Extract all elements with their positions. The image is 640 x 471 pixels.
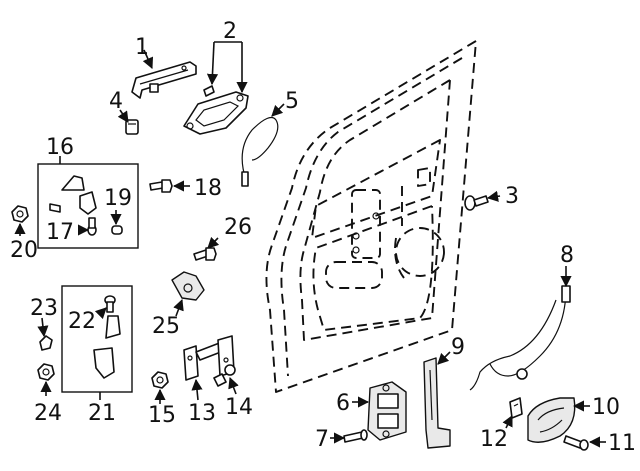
leader-4: [117, 109, 129, 123]
callout-6: 6: [336, 391, 350, 416]
part-22-bolt: [104, 295, 116, 313]
part-23-bolt: [39, 335, 53, 351]
leader-14: [228, 376, 239, 395]
callout-2: 2: [223, 19, 237, 44]
part-18-bolt: [149, 179, 173, 193]
part-16-striker: [61, 175, 97, 215]
part-21-striker: [93, 315, 121, 379]
callout-20: 20: [10, 238, 38, 263]
callout-7: 7: [315, 427, 329, 452]
part-7-screw: [343, 429, 368, 443]
part-26-bolt: [193, 247, 217, 261]
callout-14: 14: [225, 395, 253, 420]
part-12-clip: [509, 397, 523, 419]
callout-4: 4: [109, 89, 123, 114]
door-outline: [265, 40, 477, 393]
part-9-bracket: [423, 357, 451, 449]
part-5-cable: [241, 117, 279, 187]
leader-9: [437, 351, 451, 365]
callout-19: 19: [104, 186, 132, 211]
part-3-push-pin: [464, 195, 489, 211]
callout-22: 22: [68, 309, 96, 334]
callout-11: 11: [608, 431, 636, 456]
part-20-nut: [11, 205, 29, 223]
callout-13: 13: [188, 401, 216, 426]
part-19-bumper: [111, 225, 123, 235]
leader-22: [94, 307, 107, 320]
part-11-screw: [563, 435, 589, 451]
callout-21: 21: [88, 401, 116, 426]
callout-17: 17: [46, 220, 74, 245]
callout-9: 9: [451, 335, 465, 360]
callout-10: 10: [592, 395, 620, 420]
part-1-handle-bracket: [131, 61, 197, 99]
leader-12: [502, 414, 513, 429]
part-17-bolt: [49, 203, 97, 236]
callout-18: 18: [194, 176, 222, 201]
leader-23: [37, 317, 49, 338]
leader-2a: [206, 41, 219, 86]
callout-25: 25: [152, 314, 180, 339]
leader-3: [486, 190, 501, 202]
part-14-bolt: [213, 364, 236, 387]
part-15-nut: [151, 371, 169, 389]
callout-12: 12: [480, 427, 508, 452]
group-16-box: [37, 163, 139, 249]
leader-5: [271, 103, 285, 117]
leader-13: [191, 378, 203, 401]
part-2-handle-assembly: [183, 85, 249, 135]
part-25-bracket: [171, 271, 205, 301]
callout-15: 15: [148, 403, 176, 428]
part-6-latch: [367, 381, 407, 441]
callout-3: 3: [505, 184, 519, 209]
callout-8: 8: [560, 243, 574, 268]
part-24-nut: [37, 363, 55, 381]
callout-24: 24: [34, 401, 62, 426]
leader-25: [173, 298, 184, 317]
part-10-interior-handle: [527, 397, 576, 443]
callout-26: 26: [224, 215, 252, 240]
group-21-box: [61, 285, 133, 393]
callout-5: 5: [285, 89, 299, 114]
callout-23: 23: [30, 296, 58, 321]
leader-1: [142, 49, 154, 70]
callout-1: 1: [135, 35, 149, 60]
part-4-clip: [125, 119, 139, 135]
leader-26: [207, 236, 220, 249]
callout-16: 16: [46, 135, 74, 160]
part-8-cable: [469, 285, 571, 391]
